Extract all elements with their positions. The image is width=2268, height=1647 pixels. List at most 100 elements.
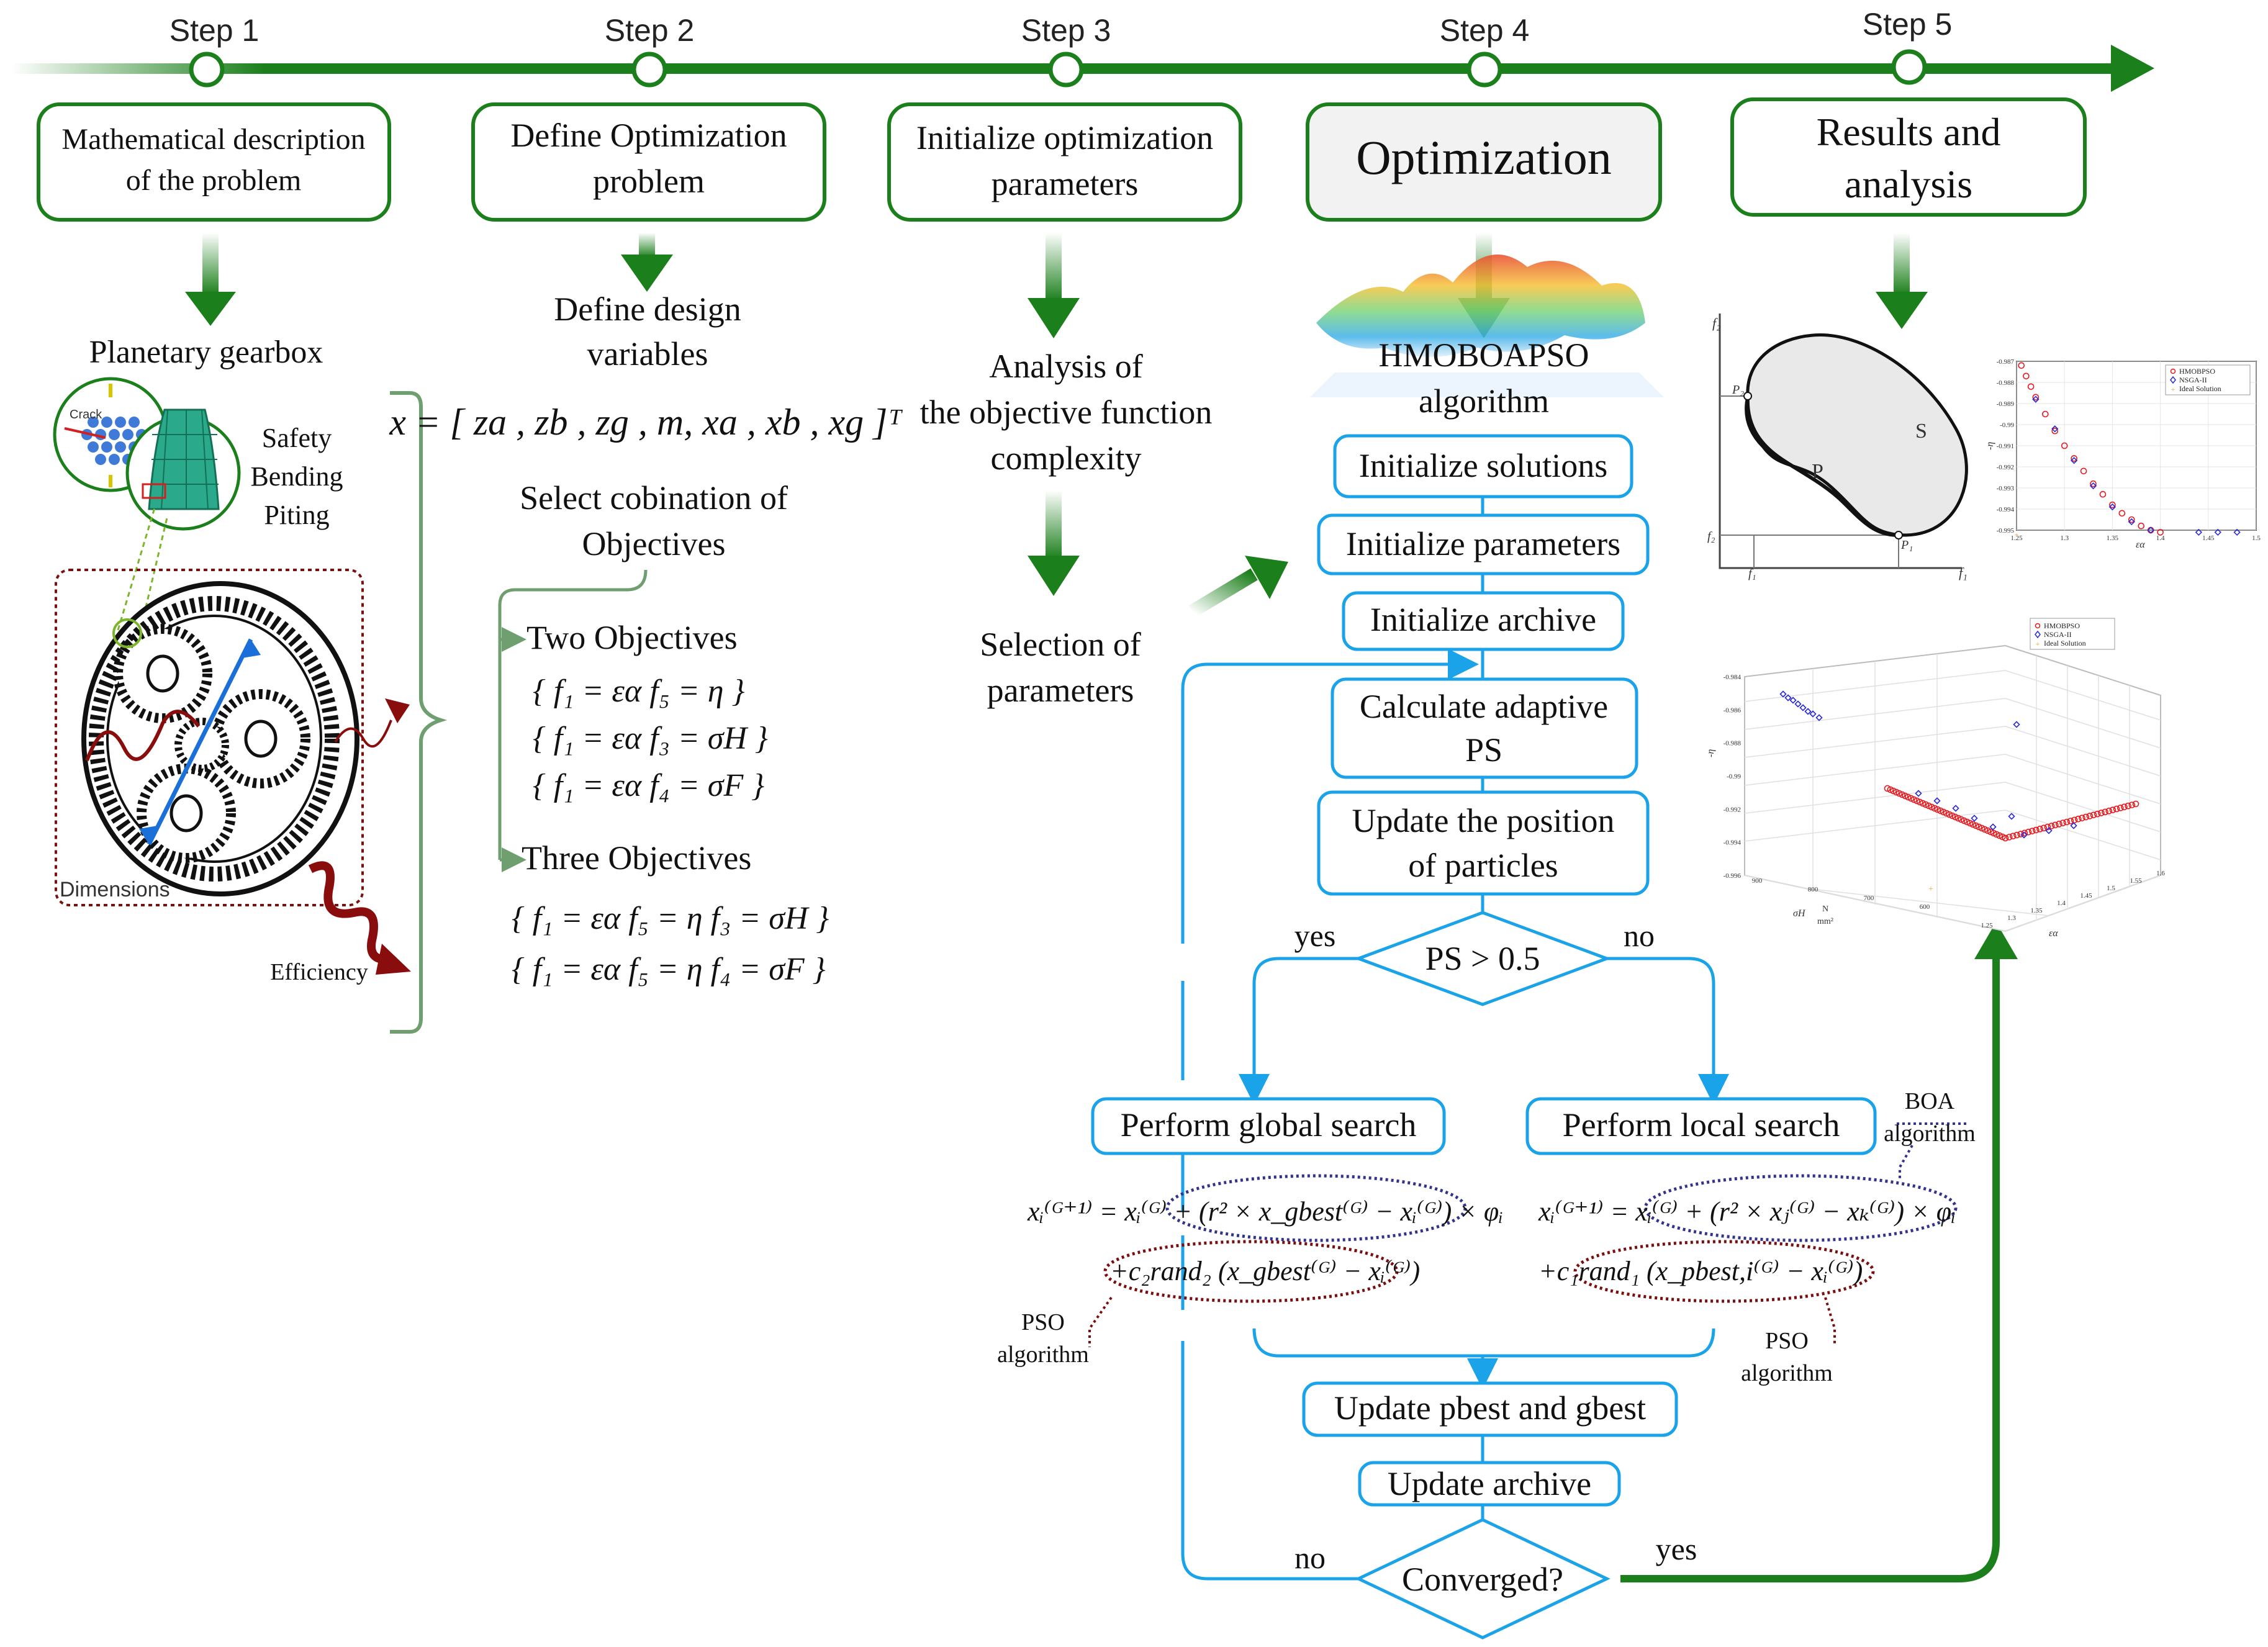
chart3d-point-hmobpso (1954, 814, 1962, 822)
two-objectives-label: Two Objectives (526, 619, 738, 656)
chart3d-point-hmobpso (2028, 828, 2036, 834)
step1-box (37, 102, 391, 222)
step5-box-line1: Results and (1817, 110, 2001, 154)
chart3d-legend-2: NSGA-II (2044, 630, 2072, 639)
update-archive-box (1358, 1461, 1621, 1507)
chart3d-point-nsga (1789, 697, 1797, 704)
two-objectives-3: { f₁ = εα f₄ = σF } (533, 768, 764, 803)
pareto-front-curve (1745, 395, 1899, 537)
chart3d-point-nsga (1794, 700, 1802, 708)
surface-plot-decoration (1316, 255, 1645, 357)
chart3d-point-hmobpso (2086, 813, 2094, 819)
chart3d-point-hmobpso (1928, 803, 1935, 811)
chart3d-point-hmobpso (2098, 810, 2105, 816)
chart2d-point-hmobpso (2099, 490, 2107, 498)
chart3d-point-hmobpso (1904, 793, 1912, 801)
chart3d-point-nsga (2070, 822, 2077, 829)
chart3d-point-nsga (1989, 823, 1997, 831)
pareto-p1-label: P₁ (1900, 538, 1913, 552)
step1-label: Step 1 (169, 13, 260, 48)
init-solutions-box (1333, 434, 1633, 499)
local-boa-ellipse (1643, 1174, 1958, 1242)
chart2d-point-hmobpso (2051, 427, 2059, 435)
chart3d-point-hmobpso (1949, 812, 1956, 819)
chart3d-point-hmobpso (2063, 818, 2071, 826)
objectives-tree (498, 569, 648, 860)
chart3d-ztick: -0.994 (1724, 839, 1742, 847)
chart3d-eps-tick: 1.3 (2007, 914, 2016, 922)
pareto-p2-label: P₂ (1732, 383, 1744, 397)
chart3d-ztick: -0.988 (1724, 740, 1742, 747)
chart2d: -0.987-0.988-0.989-0.99-0.991-0.992-0.99… (1985, 358, 2261, 550)
chart2d-point-nsga (2214, 528, 2221, 536)
chart3d-point-hmobpso (2125, 802, 2131, 810)
chart3d-ztick: -0.992 (1724, 806, 1741, 813)
chart3d-point-hmobpso (1981, 826, 1989, 833)
calc-ps-line2: PS (1465, 731, 1502, 769)
step1-box-line1: Mathematical description (61, 123, 365, 156)
selection-arrow-head (1245, 556, 1288, 599)
chart3d-point-nsga (1809, 710, 1817, 718)
step5-label: Step 5 (1863, 7, 1953, 42)
local-search-label: Perform local search (1563, 1106, 1840, 1144)
chart3d-point-nsga (1971, 814, 1978, 822)
chart2d-point-hmobpso (2071, 455, 2077, 462)
chart3d-point-nsga (2020, 831, 2028, 839)
chart3d-point-hmobpso (1890, 787, 1897, 795)
selection-line2: parameters (987, 672, 1134, 709)
chart2d-point-hmobpso (2023, 372, 2030, 380)
timeline-arrowhead (2111, 45, 2154, 92)
chart3d-point-hmobpso (1899, 791, 1906, 798)
chart3d-sigma-unit-den: mm² (1817, 917, 1833, 926)
chart2d-point-hmobpso (2042, 410, 2049, 418)
design-variables-line1: Define design (554, 291, 741, 328)
crack-location-box (142, 483, 166, 499)
step3-box-line1: Initialize optimization (916, 119, 1213, 156)
step3-box-line2: parameters (992, 165, 1139, 202)
chart2d-point-hmobpso (2061, 442, 2068, 449)
pareto-f2min-label: f₂ (1707, 530, 1715, 543)
chart3d-point-hmobpso (2036, 826, 2043, 833)
step5-node (1891, 49, 1927, 85)
label-bending: Bending (250, 461, 343, 492)
init-archive-box (1342, 591, 1625, 651)
chart2d-xlabel: εα (2136, 539, 2145, 550)
update-best-box (1302, 1381, 1678, 1437)
dimension-arrow (147, 638, 253, 846)
chart3d-point-nsga (2008, 813, 2015, 820)
chart3d: -0.984-0.986-0.988-0.99-0.992-0.994-0.99… (1706, 618, 2165, 939)
local-eq-line2: +c₁rand₁ (x_pbest,i⁽ᴳ⁾ − xᵢ⁽ᴳ⁾) (1538, 1256, 1863, 1286)
chart3d-point-hmobpso (1999, 833, 2006, 841)
chart3d-point-hmobpso (1895, 790, 1903, 797)
design-variables-line2: variables (587, 335, 708, 372)
step5-content: f₂ f₁ S P P₂ P₁ f₂ f₁ -0.987-0.988-0.989… (1706, 314, 2261, 939)
chart3d-point-hmobpso (2025, 828, 2032, 836)
chart2d-ytick: -0.99 (2000, 422, 2014, 429)
init-parameters-label: Initialize parameters (1346, 525, 1620, 562)
step5-box (1730, 97, 2087, 217)
crack-label: Crack (70, 408, 102, 422)
chart3d-sigma-tick: 900 (1752, 877, 1763, 885)
local-pso-ellipse (1573, 1240, 1875, 1303)
chart3d-point-hmobpso (2117, 805, 2124, 811)
calc-ps-line1: Calculate adaptive (1360, 688, 1608, 725)
chart3d-point-hmobpso (2105, 808, 2113, 814)
chart3d-point-hmobpso (2102, 808, 2108, 816)
crack-line (64, 427, 106, 439)
chart2d-ytick: -0.987 (1997, 358, 2015, 366)
analysis-line2: the objective function (920, 394, 1213, 431)
global-eq-line1: xᵢ⁽ᴳ⁺¹⁾ = xᵢ⁽ᴳ⁾ + (r² × x_gbest⁽ᴳ⁾ − xᵢ⁽… (1027, 1196, 1503, 1227)
step4-box-line1: Optimization (1356, 130, 1612, 184)
chart3d-sigma-unit-num: N (1822, 905, 1828, 914)
two-objectives-1: { f₁ = εα f₅ = η } (533, 674, 745, 709)
analysis-line1: Analysis of (989, 348, 1143, 385)
chart2d-ytick: -0.989 (1997, 400, 2015, 408)
chart3d-point-hmobpso (1993, 831, 2000, 838)
chart3d-point-nsga (1815, 714, 1823, 721)
chart3d-point-hmobpso (1934, 806, 1941, 813)
chart3d-point-nsga (2013, 721, 2020, 728)
chart3d-point-hmobpso (1913, 797, 1920, 805)
chart2d-point-hmobpso (2118, 510, 2126, 517)
pareto-region-label: S (1915, 420, 1927, 443)
feasible-region (1745, 333, 1968, 537)
